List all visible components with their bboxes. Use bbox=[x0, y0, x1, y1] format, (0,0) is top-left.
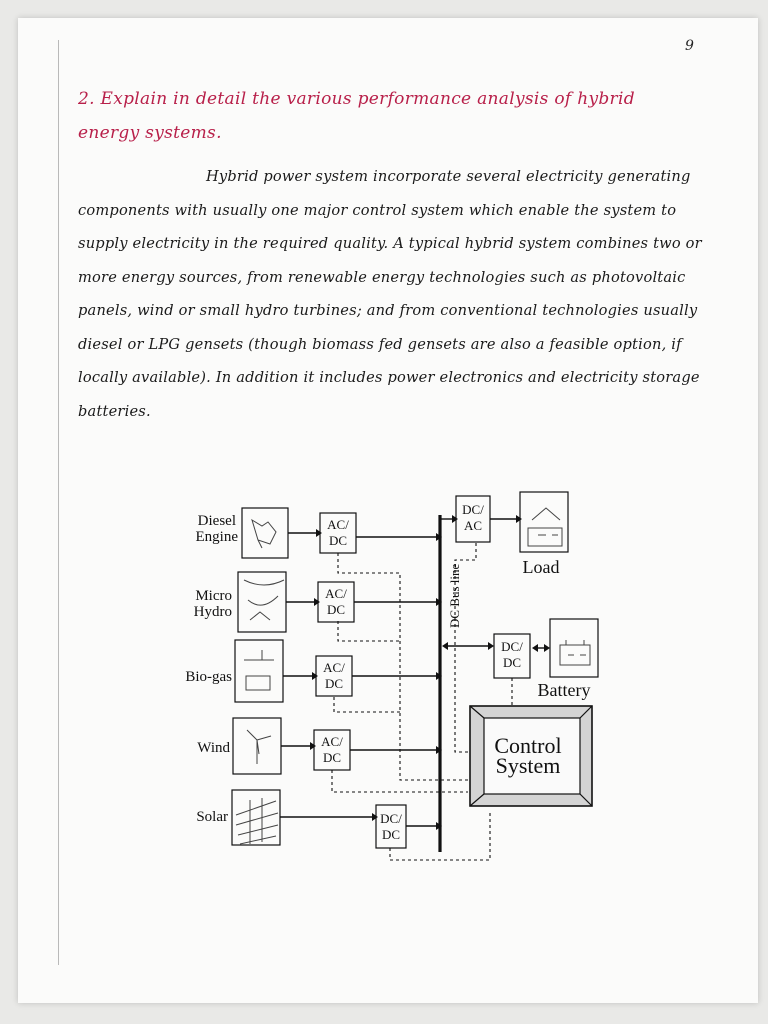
converter-diesel-1: AC/ bbox=[327, 517, 349, 532]
source-label-diesel-1: Diesel bbox=[198, 513, 236, 529]
power-flow-lines bbox=[280, 518, 546, 827]
source-label-wind: Wind bbox=[197, 740, 230, 756]
question-heading: 2. Explain in detail the various perform… bbox=[78, 89, 635, 143]
converter-box-battery bbox=[493, 633, 531, 679]
battery-label: Battery bbox=[538, 680, 591, 700]
converter-biogas-1: AC/ bbox=[323, 660, 345, 675]
converter-battery-1: DC/ bbox=[501, 639, 523, 654]
converter-load-2: AC bbox=[464, 518, 482, 533]
margin-line bbox=[58, 40, 59, 965]
dc-bus-label: DC Bus line bbox=[447, 563, 462, 628]
control-system-box bbox=[469, 705, 593, 807]
source-label-hydro-1: Micro bbox=[195, 588, 232, 604]
converter-diesel-2: DC bbox=[329, 533, 347, 548]
converter-solar-2: DC bbox=[382, 827, 400, 842]
source-label-biogas: Bio-gas bbox=[185, 669, 232, 685]
converter-load-1: DC/ bbox=[462, 502, 484, 517]
biogas-icon bbox=[234, 639, 284, 703]
answer-paragraph: Hybrid power system incorporate several … bbox=[78, 168, 702, 420]
converter-hydro-2: DC bbox=[327, 602, 345, 617]
page-number: 9 bbox=[685, 38, 694, 54]
converter-biogas-2: DC bbox=[325, 676, 343, 691]
diesel-engine-icon bbox=[241, 507, 289, 559]
converter-battery-2: DC bbox=[503, 655, 521, 670]
source-label-hydro-2: Hydro bbox=[194, 604, 232, 620]
source-label-diesel-2: Engine bbox=[196, 529, 239, 545]
battery-icon bbox=[549, 618, 599, 678]
source-label-solar: Solar bbox=[196, 809, 228, 825]
load-label: Load bbox=[523, 557, 560, 577]
converter-wind-1: AC/ bbox=[321, 734, 343, 749]
converter-hydro-1: AC/ bbox=[325, 586, 347, 601]
converter-solar-1: DC/ bbox=[380, 811, 402, 826]
control-signal-lines bbox=[331, 543, 513, 861]
converter-wind-2: DC bbox=[323, 750, 341, 765]
load-house-icon bbox=[519, 491, 569, 553]
control-label-2: System bbox=[496, 753, 561, 778]
notebook-page bbox=[18, 18, 758, 1003]
control-label-1: Control bbox=[494, 733, 561, 758]
